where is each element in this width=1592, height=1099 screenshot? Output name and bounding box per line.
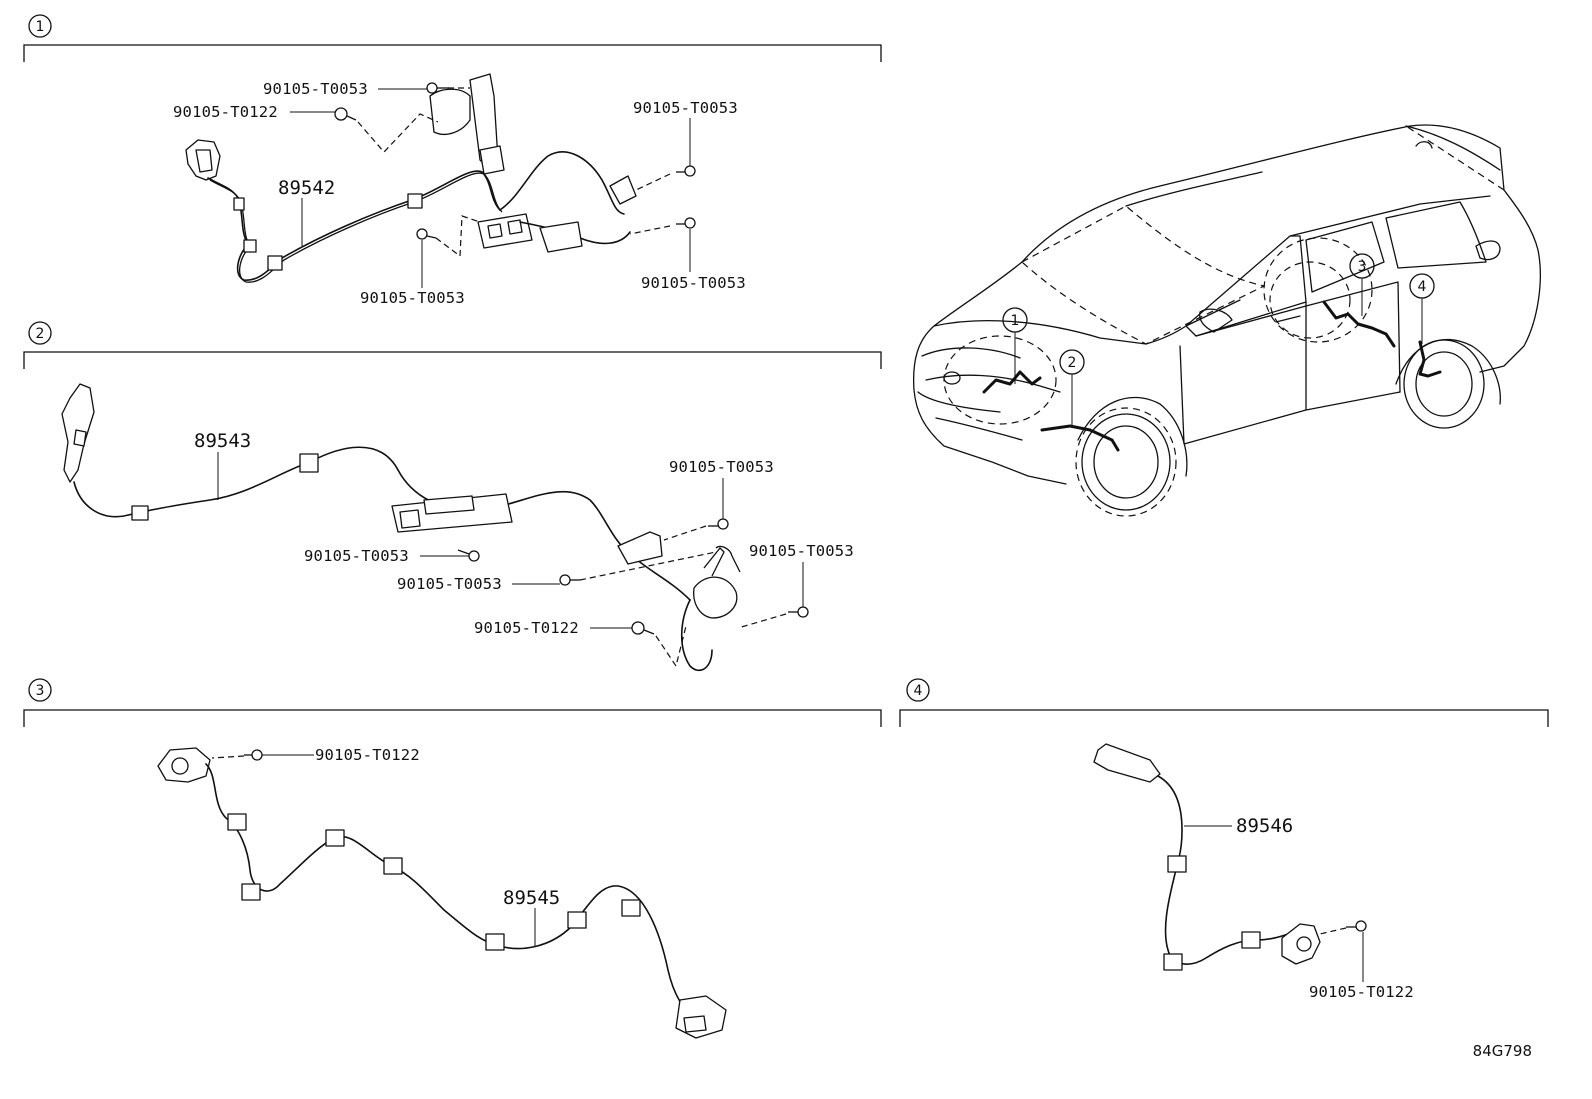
- bolt-icon: [334, 107, 357, 121]
- section-2-assembly: 89543 90105-T0053 90105-T0053 90105-T005…: [61, 383, 854, 672]
- section-4-assembly: 90105-T0122 89546: [1093, 743, 1414, 1001]
- bolt-icon: [244, 749, 263, 761]
- bolt-icon: [708, 518, 729, 530]
- vehicle-illustration: 1 2 3 4: [912, 124, 1541, 517]
- part-number-label: 89546: [1236, 815, 1293, 837]
- car-callout-2: 2: [1068, 355, 1077, 371]
- bolt-icon: [426, 82, 449, 94]
- car-callout-3: 3: [1358, 259, 1367, 275]
- illustration-code: 84G798: [1473, 1042, 1532, 1060]
- bolt-icon: [788, 606, 809, 618]
- bolt-label: 90105-T0053: [641, 274, 746, 292]
- bolt-label: 90105-T0122: [474, 619, 579, 637]
- bolt-label: 90105-T0122: [1309, 983, 1414, 1001]
- part-number-label: 89543: [194, 430, 251, 452]
- section-2-header: 2: [23, 321, 882, 369]
- bolt-label: 90105-T0122: [315, 746, 420, 764]
- bolt-icon: [1346, 920, 1367, 932]
- bolt-icon: [559, 574, 580, 586]
- section-3-assembly: 90105-T0122 89545: [157, 746, 727, 1039]
- section-4-number: 4: [914, 683, 923, 699]
- section-3-number: 3: [36, 683, 45, 699]
- section-3-header: 3: [23, 678, 882, 727]
- bolt-label: 90105-T0053: [669, 458, 774, 476]
- bolt-icon: [676, 165, 696, 177]
- car-callout-4: 4: [1418, 279, 1427, 295]
- part-number-label: 89545: [503, 887, 560, 909]
- bolt-icon: [676, 217, 696, 229]
- bolt-label: 90105-T0053: [263, 80, 368, 98]
- car-callout-1: 1: [1011, 313, 1020, 329]
- bolt-label: 90105-T0053: [360, 289, 465, 307]
- bolt-label: 90105-T0122: [173, 103, 278, 121]
- section-2-number: 2: [36, 326, 45, 342]
- part-number-label: 89542: [278, 177, 335, 199]
- section-1-assembly: 90105-T0053 90105-T0122 90105-T0053 9010…: [173, 73, 746, 307]
- section-1-number: 1: [36, 19, 45, 35]
- section-4-header: 4: [899, 678, 1549, 727]
- bolt-icon: [631, 621, 655, 635]
- bolt-label: 90105-T0053: [633, 99, 738, 117]
- bolt-icon: [416, 228, 437, 240]
- bolt-label: 90105-T0053: [749, 542, 854, 560]
- bolt-label: 90105-T0053: [397, 575, 502, 593]
- bolt-label: 90105-T0053: [304, 547, 409, 565]
- section-1-header: 1: [23, 14, 882, 62]
